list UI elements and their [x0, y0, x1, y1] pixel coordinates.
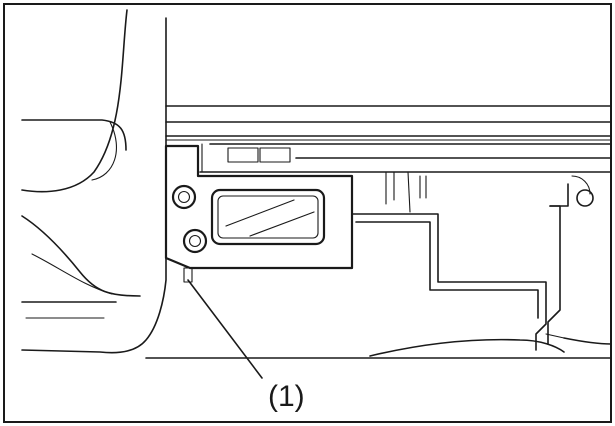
cover-plate [164, 144, 354, 270]
rail-fittings [201, 143, 427, 213]
pin-part [183, 267, 193, 283]
callout-leader-line [187, 279, 263, 379]
callout-label-1: (1) [268, 380, 305, 413]
lower-housing [145, 175, 612, 359]
machine-body-outline [21, 9, 167, 354]
screw-top [171, 184, 197, 210]
sight-window [210, 188, 326, 246]
bed-rails [165, 105, 612, 173]
figure-frame [3, 3, 612, 423]
screw-bottom [182, 228, 208, 254]
